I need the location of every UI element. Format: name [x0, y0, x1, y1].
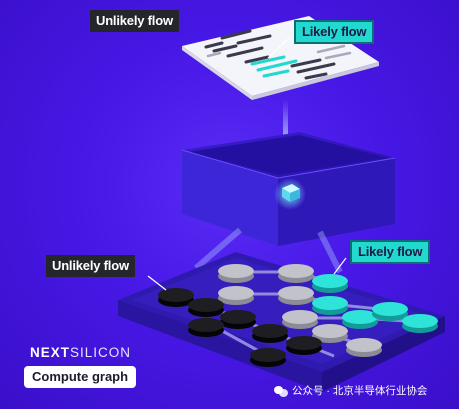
callout-leaders [147, 36, 347, 291]
graph-nodes-likely [312, 274, 438, 333]
watermark: 公众号 · 北京半导体行业协会 [274, 383, 427, 398]
graph-node-unlikely [252, 324, 288, 343]
graph-node-grey [282, 310, 318, 329]
graph-node-unlikely [188, 298, 224, 317]
graph-nodes-grey [218, 264, 382, 357]
label-unlikely-flow-top: Unlikely flow [90, 10, 179, 32]
label-likely-flow-top: Likely flow [294, 20, 375, 44]
compute-graph-tag: Compute graph [24, 366, 137, 388]
graph-node-grey [278, 286, 314, 305]
light-beam [283, 100, 288, 148]
document-code-lines [204, 29, 336, 80]
label-unlikely-flow-graph: Unlikely flow [46, 255, 135, 277]
graph-node-grey [312, 324, 348, 343]
graph-node-unlikely [158, 288, 194, 307]
wechat-icon [274, 385, 288, 397]
graph-node-grey [218, 286, 254, 305]
graph-node-unlikely [220, 310, 256, 329]
graph-node-grey [278, 264, 314, 283]
graph-node-unlikely [188, 318, 224, 337]
graph-node-grey [218, 264, 254, 283]
brand-logo-part2: SILICON [70, 345, 132, 360]
watermark-text: 公众号 · 北京半导体行业协会 [292, 385, 428, 397]
document-likely-lines [250, 55, 298, 78]
brand-logo-part1: NEXT [30, 345, 71, 360]
graph-nodes-unlikely [158, 288, 322, 367]
label-likely-flow-graph: Likely flow [350, 240, 431, 264]
tray-connectors [194, 227, 343, 274]
processing-tray [181, 132, 396, 246]
graph-node-likely [372, 302, 408, 321]
graph-node-grey [346, 338, 382, 357]
graph-node-unlikely [286, 336, 322, 355]
graph-node-likely [312, 296, 348, 315]
brand-logo: NEXTSILICON [30, 345, 131, 360]
graph-node-likely [312, 274, 348, 293]
graph-node-likely [402, 314, 438, 333]
graph-node-likely [342, 310, 378, 329]
graph-node-unlikely [250, 348, 286, 367]
